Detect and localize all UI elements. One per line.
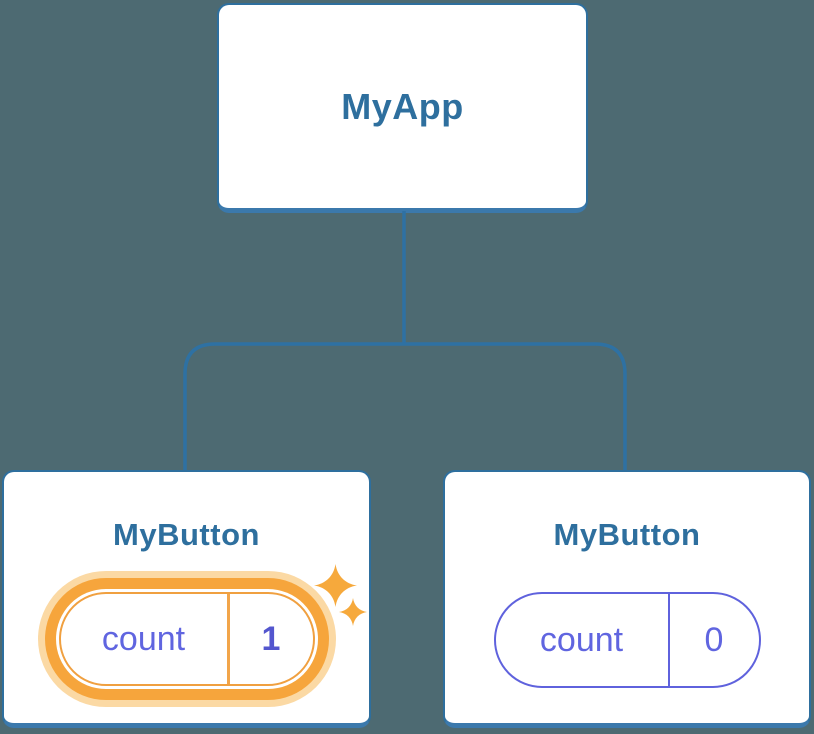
connector-bracket — [183, 342, 627, 472]
sparkle-icon — [314, 564, 357, 607]
state-key-label: count — [539, 620, 624, 659]
app-node-card: MyApp — [217, 3, 588, 213]
button-node-card-left: MyButton count 1 — [2, 470, 371, 728]
state-value: 1 — [261, 619, 281, 658]
pill-divider — [226, 594, 230, 685]
pill-divider — [667, 594, 670, 687]
button-node-label-right: MyButton — [553, 517, 701, 552]
app-node-label: MyApp — [341, 85, 464, 127]
state-value: 0 — [704, 620, 724, 659]
button-node-card-right: MyButton count 0 — [443, 470, 811, 728]
state-pill-highlighted: count 1 — [58, 592, 315, 687]
state-key-label: count — [101, 619, 186, 658]
button-node-label-left: MyButton — [113, 517, 260, 552]
state-pill-plain: count 0 — [493, 592, 761, 689]
sparkle-icon — [339, 598, 367, 626]
